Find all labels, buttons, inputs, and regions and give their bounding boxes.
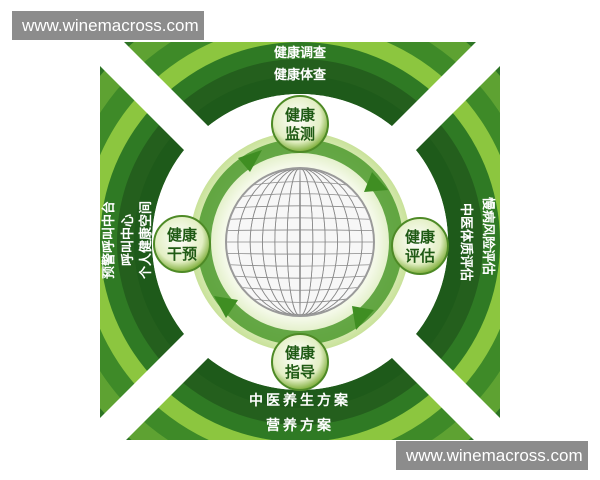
arrow-top-left [238, 150, 262, 172]
right-label-1: 慢病风险评估 [480, 197, 496, 275]
node-intervene: 健康 干预 [153, 215, 211, 273]
bottom-label-2: 营养方案 [266, 417, 334, 434]
top-label-1: 健康调查 [274, 45, 327, 61]
node-evaluate: 健康 评估 [391, 217, 449, 275]
watermark-bottom: www.winemacross.com [396, 441, 588, 470]
node-monitor-line1: 健康 [285, 106, 316, 124]
node-guide: 健康 指导 [271, 333, 329, 391]
node-intervene-line1: 健康 [167, 226, 198, 244]
bottom-label-1: 中医养生方案 [249, 392, 351, 409]
globe-grid [227, 169, 373, 315]
cycle-arrows [214, 150, 388, 330]
left-label-3: 个人健康空间 [138, 201, 154, 280]
node-guide-line2: 指导 [285, 363, 315, 381]
arrow-bottom-right [352, 306, 374, 330]
node-monitor-line2: 监测 [285, 125, 315, 143]
node-evaluate-line1: 健康 [405, 228, 436, 246]
top-label-2: 健康体查 [274, 67, 327, 83]
node-monitor: 健康 监测 [271, 95, 329, 153]
right-label-2: 中医体质评估 [458, 203, 474, 281]
left-label-2: 呼叫中心 [120, 214, 136, 266]
node-evaluate-line2: 评估 [405, 247, 435, 265]
left-label-1: 预警呼叫中台 [101, 201, 117, 279]
arrow-top-right [364, 172, 388, 192]
arrow-bottom-left [214, 296, 238, 318]
node-intervene-line2: 干预 [167, 245, 197, 263]
node-guide-line1: 健康 [285, 344, 316, 362]
watermark-top: www.winemacross.com [12, 11, 204, 40]
